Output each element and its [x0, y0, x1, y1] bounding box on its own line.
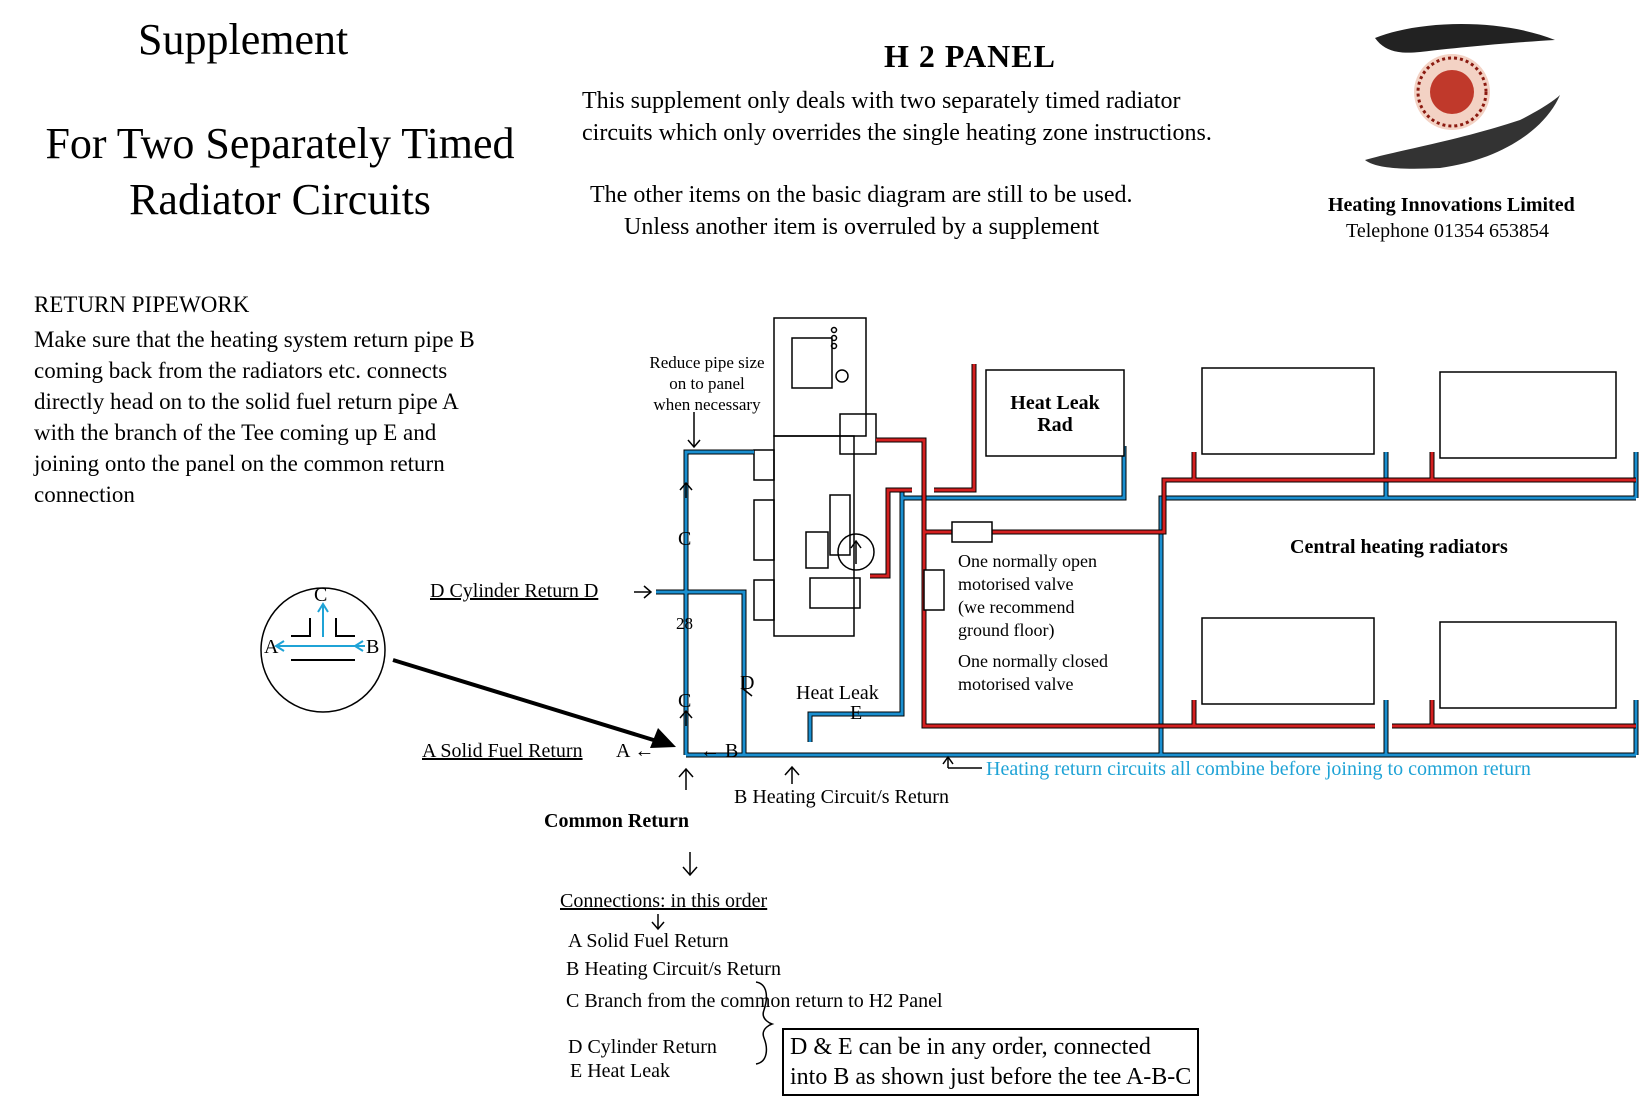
connection-item-c: C Branch from the common return to H2 Pa… — [566, 990, 943, 1012]
h2-panel-unit — [753, 317, 877, 637]
normally-closed-valve — [923, 569, 945, 611]
label-a-arrow: A ← — [616, 740, 655, 762]
label-c-lower: C — [678, 690, 692, 712]
intro-line2: circuits which only overrides the single… — [582, 120, 1212, 146]
supplement-title: Supplement — [138, 15, 349, 64]
heat-leak-radiator — [985, 369, 1125, 457]
valve-open-note: One normally open motorised valve (we re… — [958, 551, 1097, 640]
company-logo — [1365, 24, 1560, 169]
connection-item-d: D Cylinder Return — [568, 1036, 717, 1058]
connection-item-e: E Heat Leak — [570, 1060, 670, 1082]
heat-leak-rad-label: Heat Leak Rad — [1010, 392, 1100, 436]
normally-open-valve — [951, 521, 993, 543]
flow-arrows — [634, 412, 982, 931]
central-heating-label: Central heating radiators — [1290, 536, 1508, 558]
return-pipework — [656, 446, 1639, 758]
heat-leak-label: Heat Leak — [796, 682, 879, 704]
subtitle-line1: For Two Separately Timed — [45, 119, 515, 168]
radiator-top-2 — [1439, 371, 1617, 459]
return-pipework-heading: RETURN PIPEWORK — [34, 292, 250, 317]
radiator-bottom-1 — [1201, 617, 1375, 705]
subtitle-line2: Radiator Circuits — [129, 175, 431, 224]
connection-item-b: B Heating Circuit/s Return — [566, 958, 781, 980]
pipe-size-28: 28 — [676, 614, 693, 633]
other-line1: The other items on the basic diagram are… — [590, 182, 1133, 208]
panel-title: H 2 PANEL — [884, 38, 1056, 74]
inset-label-c: C — [314, 584, 328, 606]
label-e: E — [850, 702, 863, 724]
valve-closed-note: One normally closed motorised valve — [958, 651, 1108, 694]
connection-item-a: A Solid Fuel Return — [568, 930, 729, 952]
reduce-pipe-note: Reduce pipe size on to panel when necess… — [649, 353, 765, 414]
inset-label-a: A — [264, 636, 279, 658]
radiators — [985, 367, 1617, 709]
return-pipework-line: Make sure that the heating system return… — [34, 327, 475, 352]
radiator-bottom-2 — [1439, 621, 1617, 709]
company-phone: Telephone 01354 653854 — [1346, 220, 1550, 242]
inset-label-b: B — [366, 636, 380, 658]
return-pipework-line: with the branch of the Tee coming up E a… — [34, 420, 437, 445]
heating-return-note: Heating return circuits all combine befo… — [986, 758, 1531, 780]
return-pipework-line: coming back from the radiators etc. conn… — [34, 358, 448, 383]
label-b-arrow: ← B — [700, 740, 739, 762]
return-pipework-line: connection — [34, 482, 135, 507]
solid-fuel-return-label: A Solid Fuel Return — [422, 740, 583, 762]
label-c-upper: C — [678, 528, 692, 550]
heating-circuit-return-label: B Heating Circuit/s Return — [734, 786, 949, 808]
label-d: D — [740, 672, 755, 694]
return-pipework-line: directly head on to the solid fuel retur… — [34, 389, 459, 414]
company-name: Heating Innovations Limited — [1328, 194, 1575, 216]
cylinder-return-label: D Cylinder Return D — [430, 580, 599, 602]
tee-inset-diagram — [260, 587, 386, 713]
common-return-label: Common Return — [544, 810, 689, 832]
connections-heading: Connections: in this order — [560, 890, 768, 912]
d-e-note-box: D & E can be in any order, connected int… — [782, 1028, 1200, 1096]
intro-line1: This supplement only deals with two sepa… — [582, 88, 1181, 114]
brace — [755, 981, 775, 1065]
other-line2: Unless another item is overruled by a su… — [624, 214, 1100, 240]
return-pipework-line: joining onto the panel on the common ret… — [34, 451, 445, 476]
radiator-top-1 — [1201, 367, 1375, 455]
return-pipework-body: Make sure that the heating system return… — [34, 324, 475, 510]
